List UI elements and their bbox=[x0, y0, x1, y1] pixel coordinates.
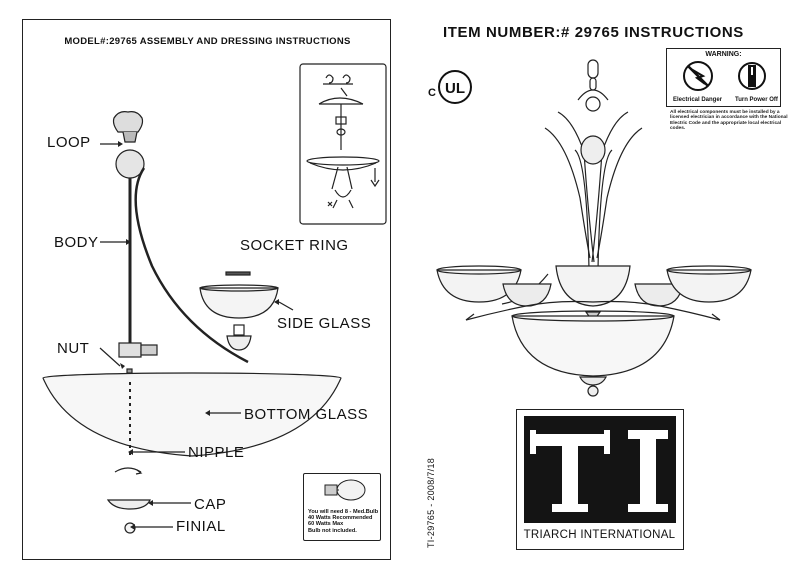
bulb-note-box: You will need 8 - Med.Bulb 40 Watts Reco… bbox=[303, 473, 381, 541]
label-loop: LOOP bbox=[47, 134, 91, 151]
label-bottom-glass: BOTTOM GLASS bbox=[244, 406, 369, 423]
electrical-danger-icon bbox=[683, 61, 713, 91]
warning-turn-power-off: Turn Power Off bbox=[735, 97, 778, 103]
assembly-title: MODEL#:29765 ASSEMBLY AND DRESSING INSTR… bbox=[64, 36, 351, 47]
triarch-logo: TRIARCH INTERNATIONAL bbox=[516, 409, 684, 550]
ti-letters bbox=[530, 430, 668, 512]
svg-text:UL: UL bbox=[445, 80, 465, 97]
warning-icons bbox=[683, 61, 766, 91]
label-finial: FINIAL bbox=[176, 518, 226, 535]
assembly-panel: MODEL#:29765 ASSEMBLY AND DRESSING INSTR… bbox=[22, 19, 391, 560]
ul-c-mark: C bbox=[428, 87, 436, 99]
warning-electrical-danger: Electrical Danger bbox=[673, 97, 723, 103]
bulb-icon bbox=[324, 479, 366, 501]
turn-power-off-icon bbox=[738, 62, 766, 90]
warning-heading: WARNING: bbox=[705, 51, 742, 58]
bulb-note-text: You will need 8 - Med.Bulb 40 Watts Reco… bbox=[308, 509, 379, 534]
warning-box: WARNING: Electrical Danger Turn Power Of… bbox=[666, 48, 781, 107]
label-nipple: NIPPLE bbox=[188, 444, 245, 461]
label-socket-ring: SOCKET RING bbox=[240, 237, 349, 254]
label-body: BODY bbox=[54, 234, 99, 251]
instructions-title: ITEM NUMBER:# 29765 INSTRUCTIONS bbox=[443, 24, 744, 41]
assembly-diagram bbox=[42, 63, 387, 534]
company-name: TRIARCH INTERNATIONAL bbox=[523, 529, 676, 541]
document-code: TI-29765 - 2008/7/18 bbox=[426, 457, 436, 548]
label-cap: CAP bbox=[194, 496, 227, 513]
warning-note: All electrical components must be instal… bbox=[670, 110, 788, 132]
label-nut: NUT bbox=[57, 340, 90, 357]
logo-block bbox=[524, 416, 676, 523]
label-side-glass: SIDE GLASS bbox=[277, 315, 372, 332]
mounting-detail-inset bbox=[299, 63, 387, 225]
